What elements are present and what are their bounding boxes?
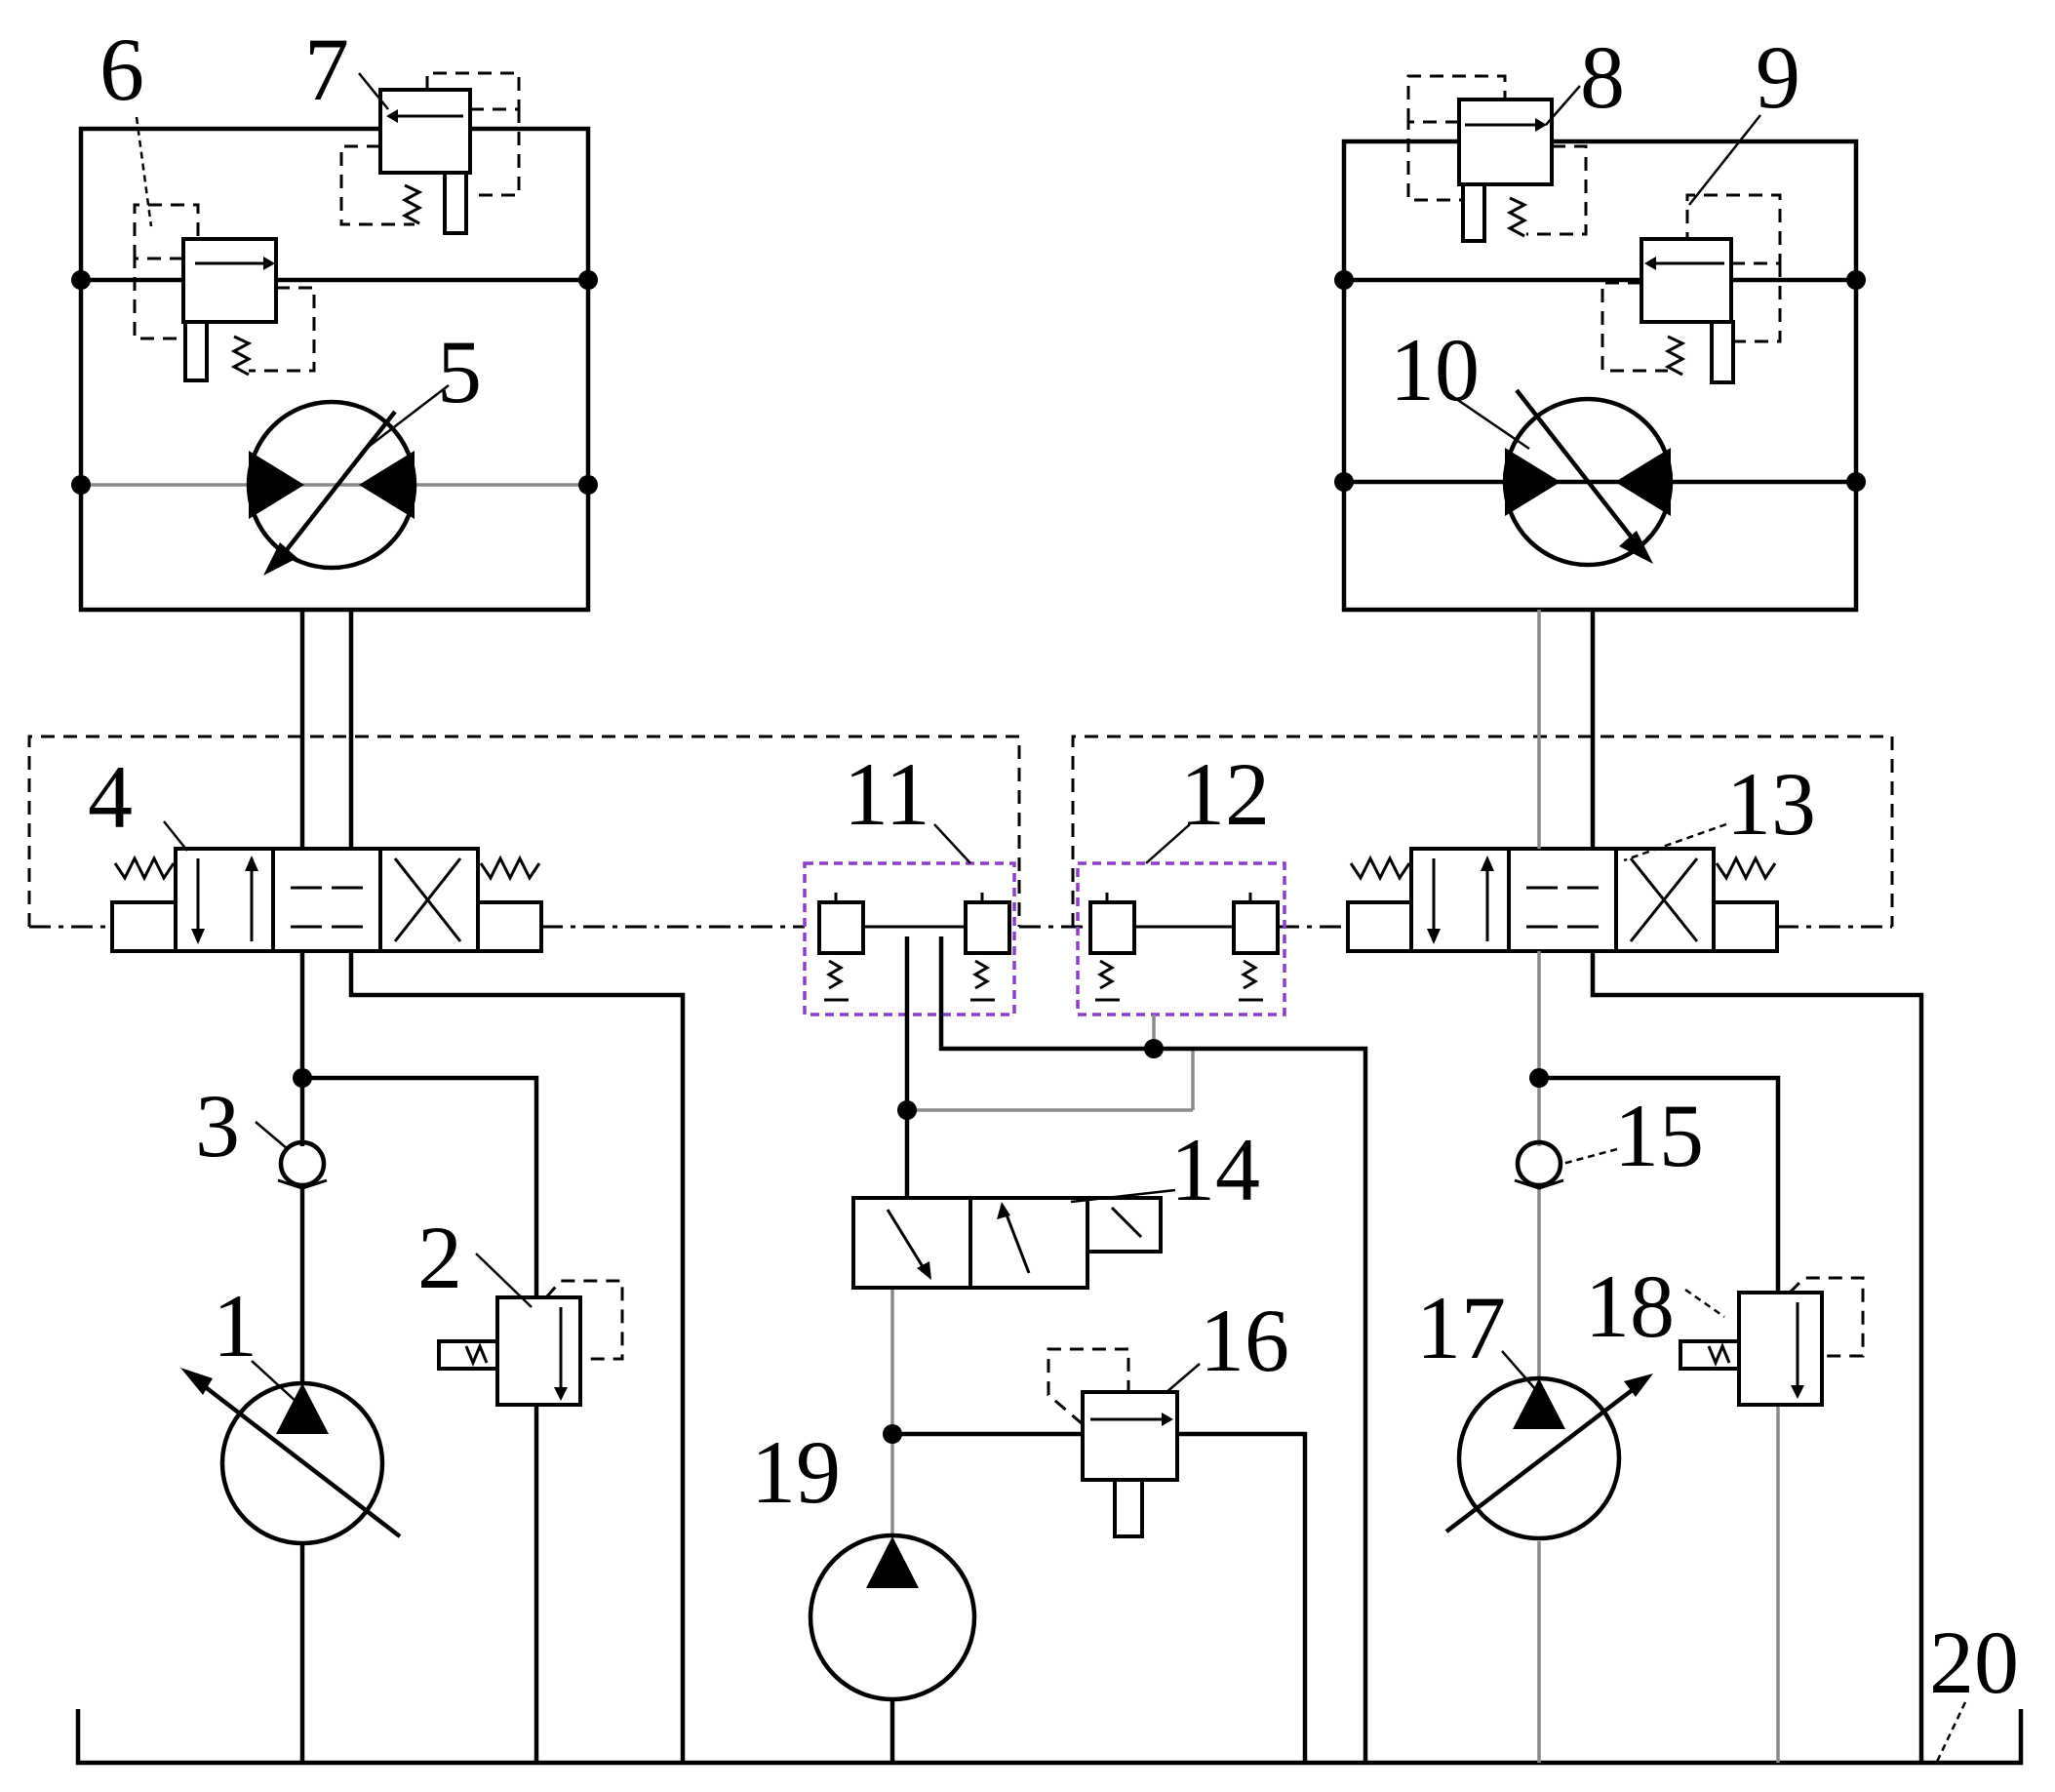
right-motor-loop	[1334, 139, 1866, 613]
label-15: 15	[1614, 1086, 1704, 1185]
relief-valve-8	[1406, 74, 1588, 243]
check-valve-3	[277, 1139, 328, 1190]
relief-valve-7	[339, 71, 521, 235]
directional-valve-13	[1346, 847, 1779, 953]
motor-10	[1502, 388, 1674, 568]
pump-1	[180, 1368, 402, 1546]
leader-lines	[135, 72, 1967, 1765]
left-motor-loop	[71, 126, 598, 613]
label-8: 8	[1580, 27, 1625, 127]
label-7: 7	[304, 20, 349, 119]
directional-valve-4	[110, 847, 543, 953]
label-6: 6	[99, 20, 144, 119]
label-14: 14	[1170, 1120, 1260, 1219]
pilot-lines	[27, 735, 1894, 929]
piping	[293, 610, 1924, 1763]
tank-20	[75, 1709, 2024, 1766]
solenoid-valve-14	[851, 1196, 1163, 1290]
label-13: 13	[1726, 754, 1816, 854]
label-12: 12	[1180, 744, 1270, 844]
label-18: 18	[1585, 1256, 1675, 1356]
relief-valve-2	[437, 1279, 624, 1407]
label-5: 5	[437, 322, 482, 421]
valve-group-11	[803, 861, 1016, 1016]
pump-19	[808, 1533, 977, 1702]
label-16: 16	[1200, 1291, 1289, 1390]
relief-valve-6	[133, 203, 316, 382]
relief-valve-16	[1047, 1347, 1179, 1538]
label-11: 11	[844, 744, 930, 844]
label-10: 10	[1390, 320, 1480, 419]
component-labels: 1 2 3 4 5 6 7 8 9 10 11 12 13 14 15 16 1…	[88, 20, 2019, 1712]
label-9: 9	[1756, 27, 1800, 127]
label-4: 4	[88, 747, 133, 847]
label-17: 17	[1416, 1278, 1506, 1377]
check-valve-15	[1514, 1139, 1564, 1190]
label-1: 1	[213, 1276, 257, 1375]
relief-valve-18	[1679, 1276, 1865, 1407]
label-20: 20	[1929, 1613, 2019, 1712]
label-19: 19	[751, 1422, 841, 1522]
valve-group-12	[1076, 861, 1286, 1016]
motor-5	[246, 399, 417, 576]
label-3: 3	[195, 1076, 240, 1175]
pump-17	[1444, 1374, 1653, 1541]
relief-valve-9	[1601, 193, 1782, 384]
label-2: 2	[417, 1208, 462, 1307]
